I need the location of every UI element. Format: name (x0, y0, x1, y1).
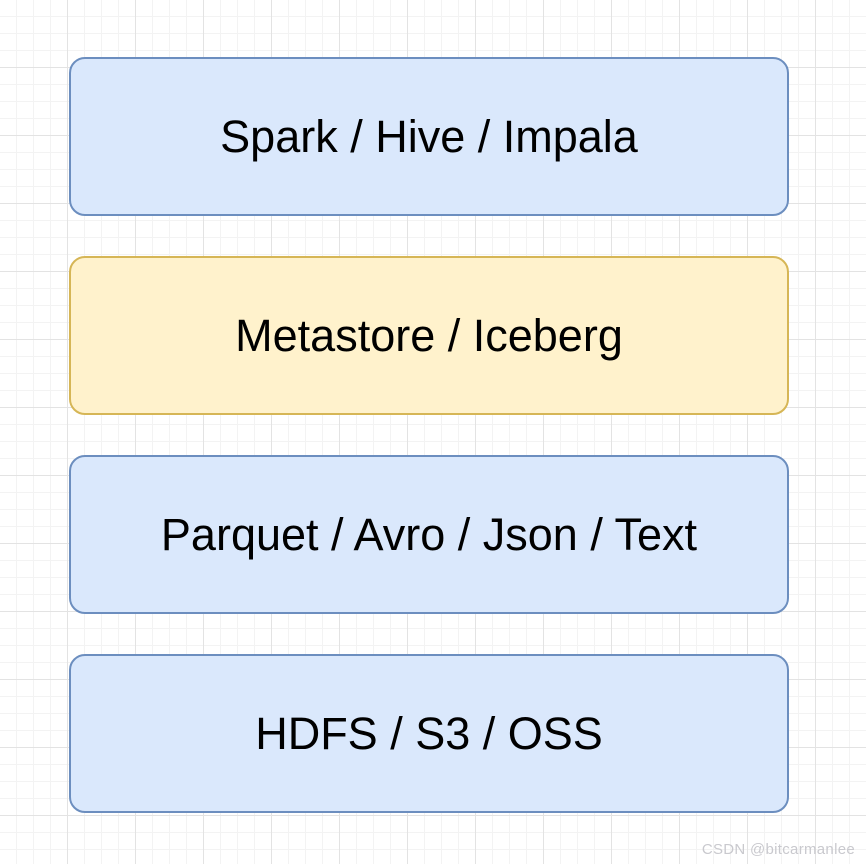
diagram-node-metadata-table-format-layer[interactable]: Metastore / Iceberg (69, 256, 789, 415)
diagram-node-label: Parquet / Avro / Json / Text (160, 508, 698, 560)
diagram-node-compute-engine-layer[interactable]: Spark / Hive / Impala (69, 57, 789, 216)
diagram-node-label: Metastore / Iceberg (235, 309, 623, 361)
diagram-node-storage-layer[interactable]: HDFS / S3 / OSS (69, 654, 789, 813)
diagram-node-label: HDFS / S3 / OSS (255, 707, 603, 759)
diagram-node-file-format-layer[interactable]: Parquet / Avro / Json / Text (69, 455, 789, 614)
watermark-text: CSDN @bitcarmanlee (701, 841, 855, 858)
diagram-node-label: Spark / Hive / Impala (220, 110, 638, 162)
